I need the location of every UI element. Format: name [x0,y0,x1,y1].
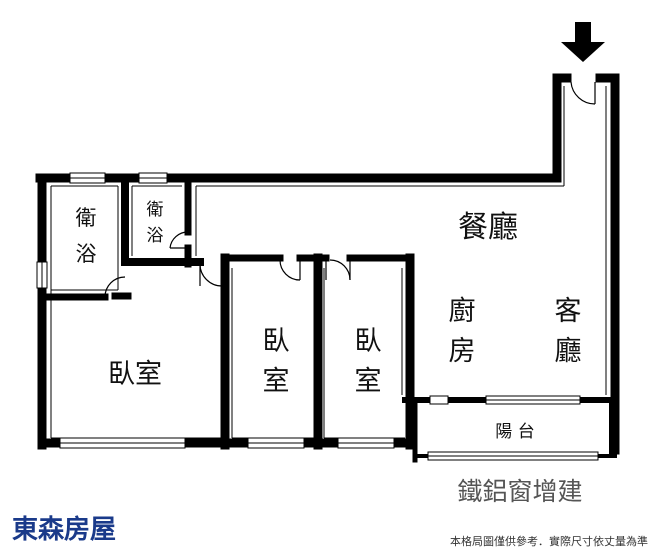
bedroom-3-label: 臥室 [355,326,382,397]
balcony-label: 陽 台 [495,422,534,442]
annotation-text: 鐵鋁窗增建 [457,477,582,506]
brand-logo-text: 東森房屋 [12,515,116,545]
kitchen-label: 廚房 [449,296,476,367]
living-label: 客廳 [555,296,582,367]
bedroom-1-label: 臥室 [108,359,162,390]
bedroom-2-label: 臥室 [263,326,290,397]
windows [36,172,599,461]
bath-left-line1: 衛浴 [76,206,97,266]
bath-small-label: 衛浴 [147,200,164,246]
bath-left-label: 衛浴 [76,206,97,266]
dining-label: 餐廳 [458,210,518,245]
doors [104,81,596,298]
disclaimer-text: 本格局圖僅供參考．實際尺寸依丈量為準 [450,534,648,548]
bath-small-text: 衛浴 [147,200,164,246]
down-arrow-icon [561,22,605,62]
